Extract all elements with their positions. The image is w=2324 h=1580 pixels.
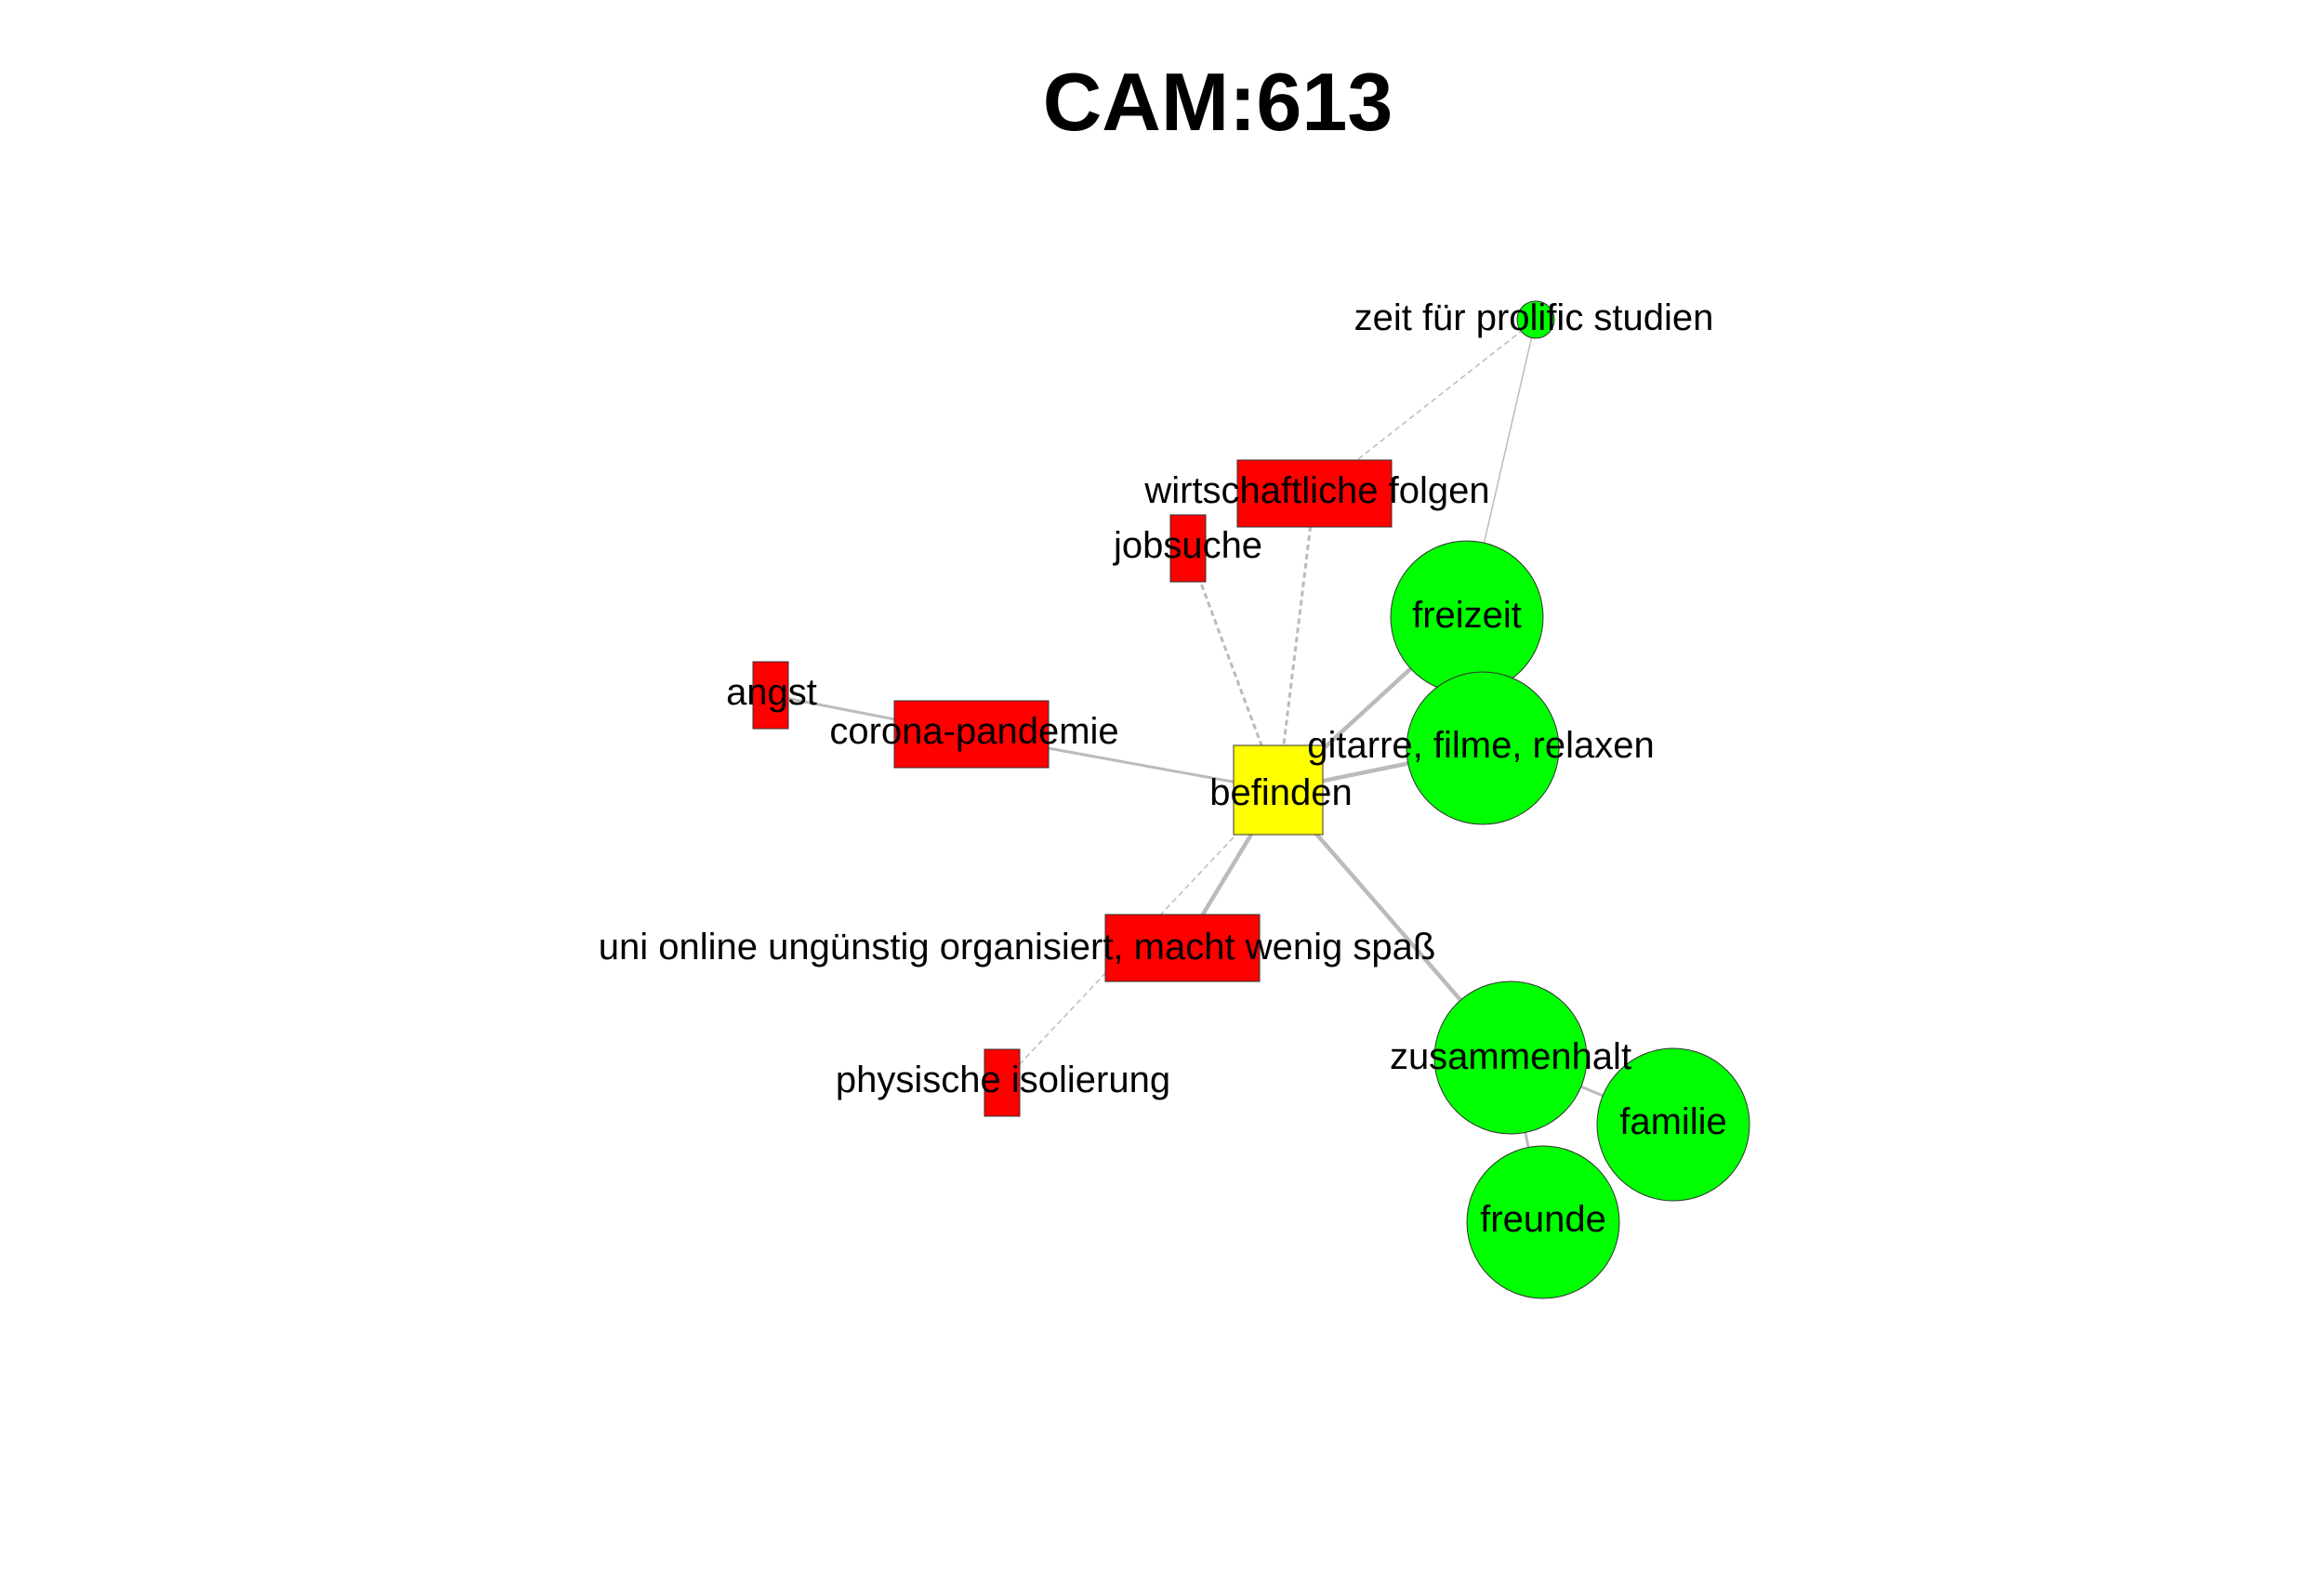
edge-befinden-jobsuche [1186, 547, 1280, 791]
node-isolierung [984, 1048, 1021, 1117]
node-zusammenhalt [1433, 981, 1588, 1135]
node-label-gitarre: gitarre, filme, relaxen [1307, 725, 1654, 766]
node-label-freizeit: freizeit [1412, 595, 1522, 636]
node-label-befinden: befinden [1209, 772, 1352, 813]
node-label-corona: corona-pandemie [829, 711, 1118, 752]
node-prolific [1516, 300, 1555, 339]
node-wirtschaft [1236, 459, 1393, 528]
node-jobsuche [1169, 514, 1207, 583]
node-label-zusammenhalt: zusammenhalt [1390, 1036, 1631, 1077]
node-label-angst: angst [726, 672, 817, 713]
node-label-familie: familie [1619, 1101, 1727, 1142]
node-gitarre [1406, 671, 1560, 825]
node-angst [752, 661, 789, 730]
node-label-prolific: zeit für prolific studien [1354, 297, 1714, 338]
node-label-isolierung: physische isolierung [836, 1060, 1170, 1100]
node-label-uni: uni online ungünstig organisiert, macht … [599, 927, 1436, 968]
node-label-jobsuche: jobsuche [1113, 525, 1262, 566]
edge-befinden-isolierung [1001, 789, 1279, 1084]
node-label-freunde: freunde [1480, 1199, 1606, 1240]
label-layer: befinden corona-pandemie angst wirtschaftli… [599, 297, 1727, 1240]
node-freunde [1466, 1145, 1620, 1299]
node-corona [893, 700, 1050, 769]
node-familie [1596, 1047, 1750, 1202]
node-befinden [1233, 744, 1324, 836]
node-uni [1104, 914, 1261, 982]
chart-title: CAM:613 [1043, 56, 1393, 148]
edge-befinden-wirtschaft [1276, 493, 1316, 791]
node-layer [752, 300, 1750, 1299]
node-label-wirtschaft: wirtschaftliche folgen [1143, 470, 1489, 511]
